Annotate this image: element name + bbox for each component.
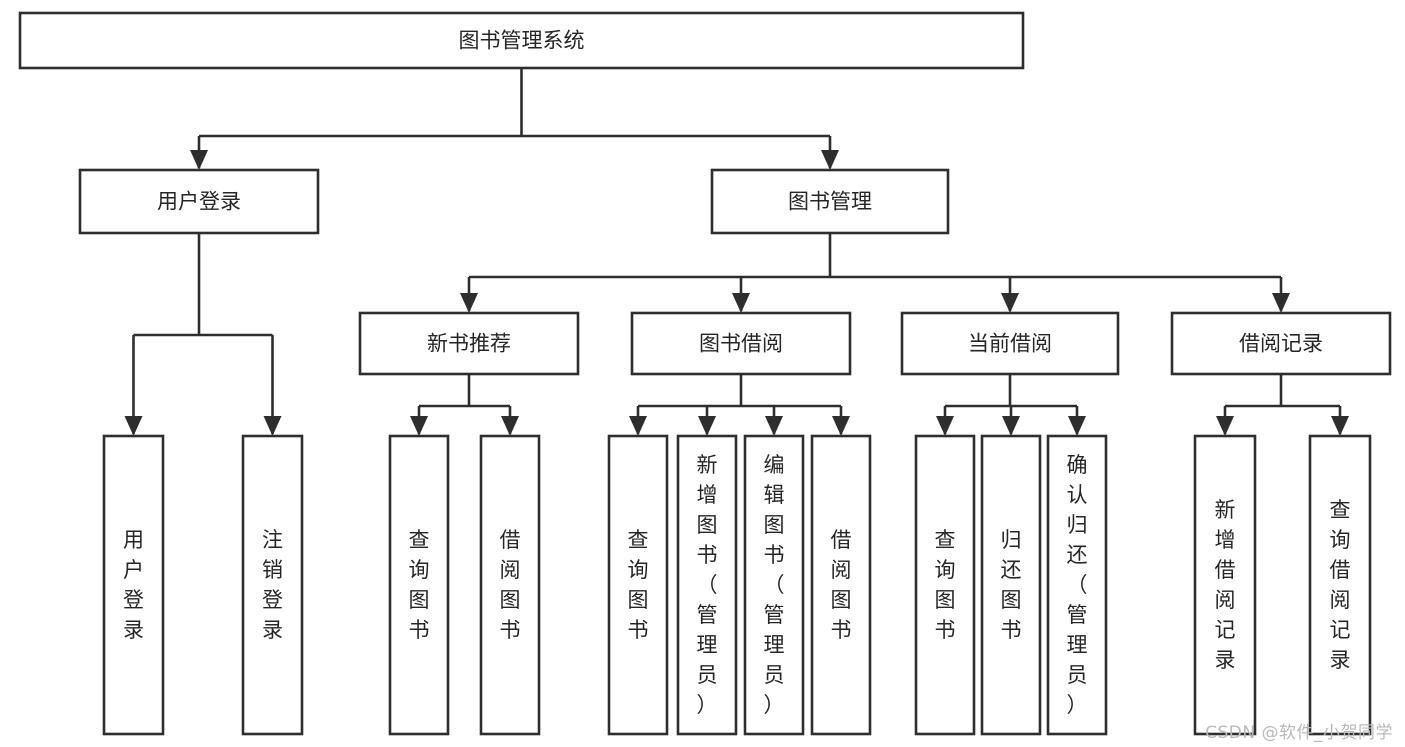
node-level3-2-label: 当前借阅	[968, 332, 1052, 356]
node-leaf-12-rect[interactable]	[1308, 434, 1372, 736]
node-leaf-12-label: 查询借阅记录	[1330, 498, 1351, 672]
node-leaf-8[interactable]: 查询图书	[914, 434, 976, 736]
arrow-to-level3-1	[732, 293, 750, 313]
arrow-to-leaf-5	[698, 416, 716, 436]
node-level3-1-label: 图书借阅	[699, 332, 783, 356]
node-leaf-2-label: 查询图书	[409, 528, 430, 642]
node-leaf-8-rect[interactable]	[914, 434, 976, 736]
arrow-to-leaf-3	[501, 416, 519, 436]
node-leaf-9[interactable]: 归还图书	[980, 434, 1042, 736]
node-leaf-11-label: 新增借阅记录	[1215, 498, 1236, 672]
node-level2-1[interactable]: 图书管理	[710, 168, 950, 235]
node-leaf-11-rect[interactable]	[1193, 434, 1257, 736]
arrow-to-leaf-10	[1068, 416, 1086, 436]
connectors-layer	[124, 68, 1349, 436]
arrow-to-leaf-2	[410, 416, 428, 436]
node-level2-1-label: 图书管理	[788, 190, 872, 214]
node-leaf-11[interactable]: 新增借阅记录	[1193, 434, 1257, 736]
arrow-to-leaf-7	[832, 416, 850, 436]
node-level3-3[interactable]: 借阅记录	[1170, 311, 1392, 376]
node-leaf-10-label: 确认归还（管理员）	[1067, 453, 1088, 717]
node-leaf-3-label: 借阅图书	[500, 528, 521, 642]
arrow-to-leaf-11	[1216, 416, 1234, 436]
node-leaf-4[interactable]: 查询图书	[607, 434, 669, 736]
arrow-to-leaf-4	[629, 416, 647, 436]
arrow-to-level3-2	[1001, 293, 1019, 313]
arrow-to-leaf-1	[263, 416, 282, 436]
node-leaf-10[interactable]: 确认归还（管理员）	[1046, 434, 1108, 736]
node-leaf-7-rect[interactable]	[810, 434, 872, 736]
node-leaf-9-rect[interactable]	[980, 434, 1042, 736]
node-leaf-9-label: 归还图书	[1001, 528, 1022, 642]
node-leaf-1[interactable]: 注销登录	[241, 434, 304, 736]
node-leaf-1-label: 注销登录	[262, 528, 283, 642]
node-leaf-6[interactable]: 编辑图书（管理员）	[743, 434, 805, 736]
node-level2-0-label: 用户登录	[157, 190, 241, 214]
node-root[interactable]: 图书管理系统	[18, 11, 1025, 70]
node-leaf-10-rect[interactable]	[1046, 434, 1108, 736]
csdn-watermark: CSDN @软件_小贺同学	[1205, 723, 1393, 743]
node-level2-0-rect[interactable]	[78, 168, 320, 235]
boxes-layer: 图书管理系统用户登录图书管理新书推荐图书借阅当前借阅借阅记录用户登录注销登录查询…	[18, 11, 1392, 736]
arrow-to-user-login	[190, 150, 208, 170]
node-leaf-8-label: 查询图书	[935, 528, 956, 642]
node-root-rect[interactable]	[18, 11, 1025, 70]
node-leaf-7[interactable]: 借阅图书	[810, 434, 872, 736]
arrow-to-level3-3	[1272, 293, 1290, 313]
node-leaf-6-label: 编辑图书（管理员）	[764, 453, 785, 717]
node-leaf-5-rect[interactable]	[676, 434, 738, 736]
node-leaf-6-rect[interactable]	[743, 434, 805, 736]
arrow-to-leaf-6	[765, 416, 783, 436]
node-level3-0[interactable]: 新书推荐	[358, 311, 580, 376]
node-level3-2-rect[interactable]	[900, 311, 1120, 376]
node-level3-1-rect[interactable]	[630, 311, 852, 376]
arrow-to-leaf-0	[124, 416, 143, 436]
node-leaf-2-rect[interactable]	[388, 434, 450, 736]
node-leaf-4-label: 查询图书	[628, 528, 649, 642]
node-leaf-3-rect[interactable]	[479, 434, 541, 736]
node-level2-1-rect[interactable]	[710, 168, 950, 235]
node-level3-1[interactable]: 图书借阅	[630, 311, 852, 376]
arrow-to-leaf-8	[936, 416, 954, 436]
node-level3-3-rect[interactable]	[1170, 311, 1392, 376]
node-level3-3-label: 借阅记录	[1239, 332, 1323, 356]
arrow-to-leaf-9	[1002, 416, 1020, 436]
arrow-to-book-manage	[821, 150, 839, 170]
node-leaf-0[interactable]: 用户登录	[102, 434, 165, 736]
node-leaf-4-rect[interactable]	[607, 434, 669, 736]
node-leaf-5[interactable]: 新增图书（管理员）	[676, 434, 738, 736]
node-level2-0[interactable]: 用户登录	[78, 168, 320, 235]
node-leaf-2[interactable]: 查询图书	[388, 434, 450, 736]
node-level3-2[interactable]: 当前借阅	[900, 311, 1120, 376]
node-leaf-1-rect[interactable]	[241, 434, 304, 736]
node-leaf-7-label: 借阅图书	[831, 528, 852, 642]
node-level3-0-label: 新书推荐	[427, 332, 511, 356]
node-leaf-0-rect[interactable]	[102, 434, 165, 736]
node-leaf-0-label: 用户登录	[123, 528, 144, 642]
node-leaf-3[interactable]: 借阅图书	[479, 434, 541, 736]
arrow-to-leaf-12	[1331, 416, 1349, 436]
node-level3-0-rect[interactable]	[358, 311, 580, 376]
arrow-to-level3-0	[460, 293, 478, 313]
node-leaf-5-label: 新增图书（管理员）	[697, 453, 718, 717]
node-leaf-12[interactable]: 查询借阅记录	[1308, 434, 1372, 736]
node-root-label: 图书管理系统	[459, 29, 585, 53]
